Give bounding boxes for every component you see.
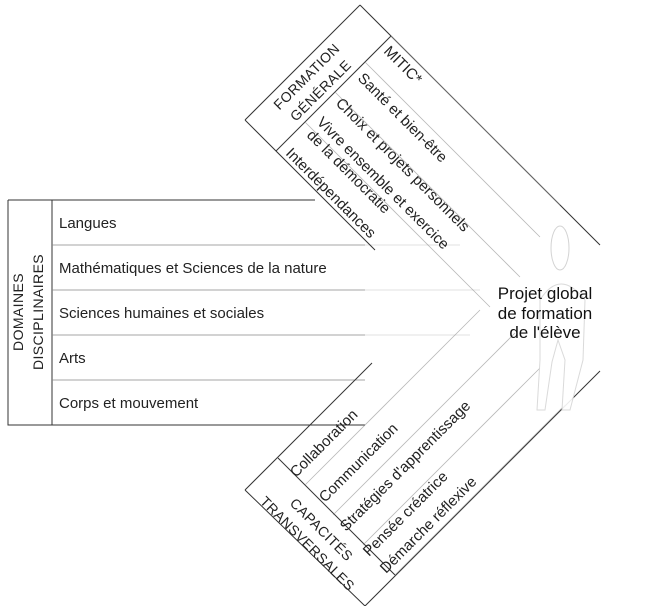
domaines-header-line2: DISCIPLINAIRES	[30, 254, 46, 370]
formation-mitic: MITIC*	[380, 43, 425, 88]
capacites-outer-edge	[244, 489, 366, 606]
domaine-langues: Langues	[59, 215, 117, 232]
center-label-line2: de formation	[498, 304, 593, 323]
capacites-right-edge	[364, 370, 601, 606]
domaine-arts: Arts	[59, 350, 86, 367]
domaine-corps-mouvement: Corps et mouvement	[59, 395, 199, 412]
capacites-header-divider	[277, 457, 396, 576]
formation-row-divider	[364, 61, 541, 238]
formation-row-divider	[334, 91, 521, 278]
formation-outer-edge	[244, 4, 361, 121]
domaine-maths-sciences: Mathématiques et Sciences de la nature	[59, 260, 327, 277]
domaines-disciplinaires-section: DOMAINES DISCIPLINAIRES Langues Mathémat…	[7, 199, 480, 426]
formation-header-divider	[275, 35, 392, 152]
domaines-outer-border	[7, 200, 365, 426]
capacites-row-divider	[304, 309, 481, 486]
capacites-row-divider	[332, 332, 516, 516]
formation-row-divider	[304, 121, 491, 308]
domaine-sciences-humaines: Sciences humaines et sociales	[59, 305, 264, 322]
formation-row-divider	[390, 35, 561, 206]
capacites-row-divider	[362, 367, 541, 546]
center-label-line3: de l'élève	[509, 323, 580, 342]
domaines-header-line1: DOMAINES	[10, 273, 26, 351]
capacites-inner-edge	[244, 362, 373, 491]
student-figure-icon	[536, 225, 586, 411]
formation-inner-edge	[244, 119, 376, 251]
capacites-row-divider	[394, 404, 566, 576]
center-label-line1: Projet global	[498, 284, 593, 303]
